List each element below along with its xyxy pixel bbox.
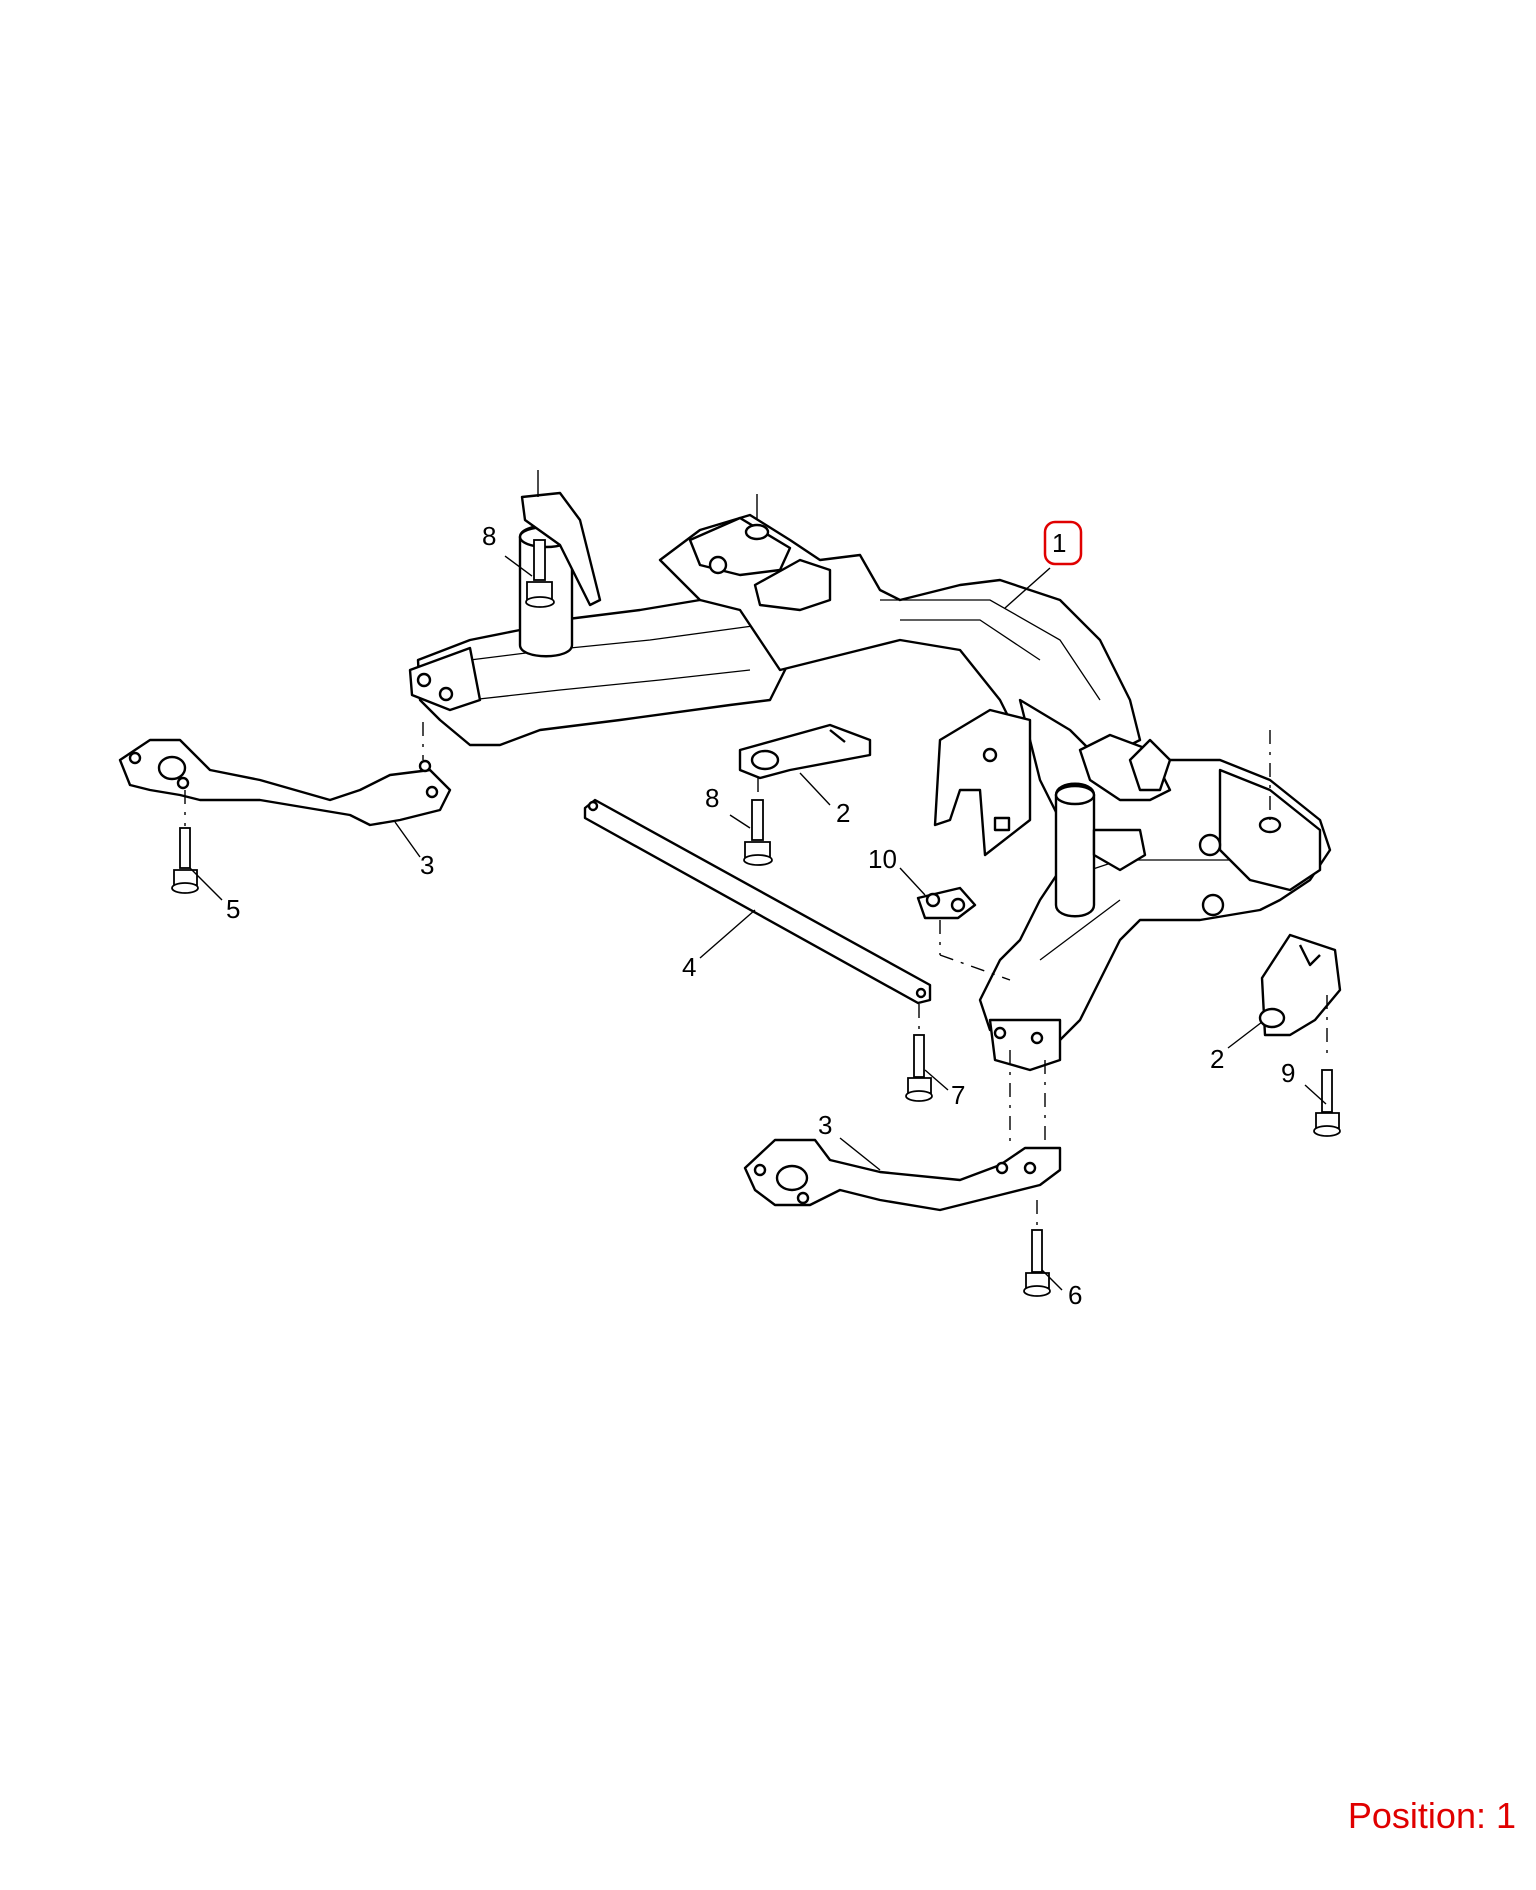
nut-plate-10[interactable] bbox=[916, 886, 1011, 981]
brace-4[interactable] bbox=[583, 798, 932, 1005]
leader-lines bbox=[189, 555, 1327, 1291]
callout-9[interactable]: 9 bbox=[1281, 1058, 1295, 1088]
bolt-7[interactable] bbox=[905, 1004, 933, 1102]
bolt-8-center[interactable] bbox=[743, 778, 773, 866]
callout-8-center[interactable]: 8 bbox=[705, 783, 719, 813]
callout-2-center[interactable]: 2 bbox=[836, 798, 850, 828]
callout-6[interactable]: 6 bbox=[1068, 1280, 1082, 1310]
callout-1[interactable]: 1 bbox=[1052, 528, 1066, 558]
bolt-8-left[interactable] bbox=[525, 539, 555, 608]
subframe[interactable] bbox=[408, 470, 1332, 1072]
callout-2-right[interactable]: 2 bbox=[1210, 1044, 1224, 1074]
callout-10[interactable]: 10 bbox=[868, 844, 897, 874]
position-label: Position: 1 bbox=[1347, 1795, 1516, 1836]
callouts: 1 8 8 2 2 3 3 4 5 6 7 9 10 bbox=[226, 520, 1295, 1310]
callout-1-highlight-box bbox=[1043, 520, 1083, 566]
callout-3-left[interactable]: 3 bbox=[420, 850, 434, 880]
callout-4[interactable]: 4 bbox=[682, 952, 696, 982]
bolt-6[interactable] bbox=[1023, 1200, 1051, 1297]
callout-8-left[interactable]: 8 bbox=[482, 521, 496, 551]
bolt-5[interactable] bbox=[171, 790, 199, 894]
control-arm-3-front[interactable] bbox=[743, 1050, 1062, 1212]
callout-3-front[interactable]: 3 bbox=[818, 1110, 832, 1140]
callout-5[interactable]: 5 bbox=[226, 894, 240, 924]
bracket-2-center[interactable] bbox=[738, 723, 872, 780]
bolt-9[interactable] bbox=[1313, 1069, 1341, 1137]
control-arm-3-left[interactable] bbox=[118, 722, 452, 827]
bracket-2-right[interactable] bbox=[1258, 933, 1342, 1060]
callout-7[interactable]: 7 bbox=[951, 1080, 965, 1110]
